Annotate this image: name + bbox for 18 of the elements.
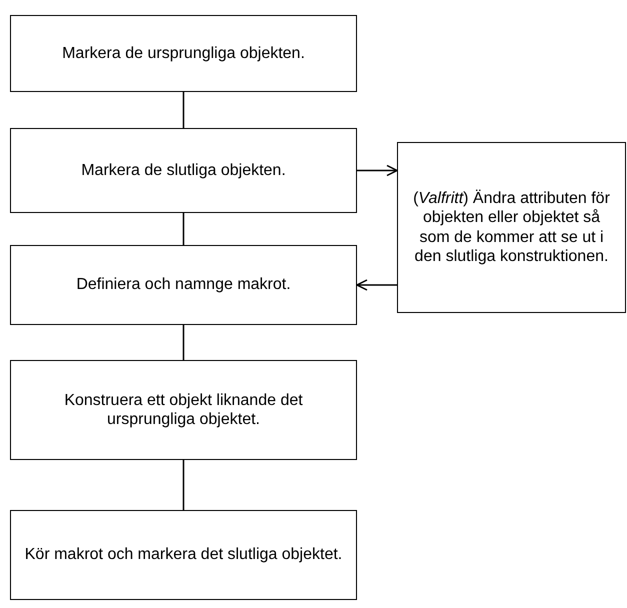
arrow	[356, 279, 397, 291]
connector-line	[182, 92, 184, 128]
step-text: Markera de ursprungliga objekten.	[62, 44, 305, 64]
connector-line	[182, 325, 184, 360]
connector-line	[182, 460, 184, 510]
step-text: Kör makrot och markera det slutliga objektet.	[24, 545, 342, 565]
process-box	[10, 245, 357, 325]
step-text: Definiera och namnge makrot.	[76, 275, 291, 295]
connector-line	[182, 213, 184, 245]
process-box	[10, 15, 357, 92]
process-box	[10, 360, 357, 460]
note-box	[397, 142, 626, 313]
arrow	[357, 164, 398, 176]
step-text: Markera de slutliga objekten.	[81, 160, 286, 180]
process-box	[10, 128, 357, 213]
step-text: (Valfritt) Ändra attributen för objekten eller objektet så som de kommer att se ut i den slutliga konstruktionen.	[412, 189, 611, 266]
step-text: Konstruera ett objekt liknande det ursprungliga objektet.	[63, 390, 304, 430]
process-box	[10, 510, 357, 600]
